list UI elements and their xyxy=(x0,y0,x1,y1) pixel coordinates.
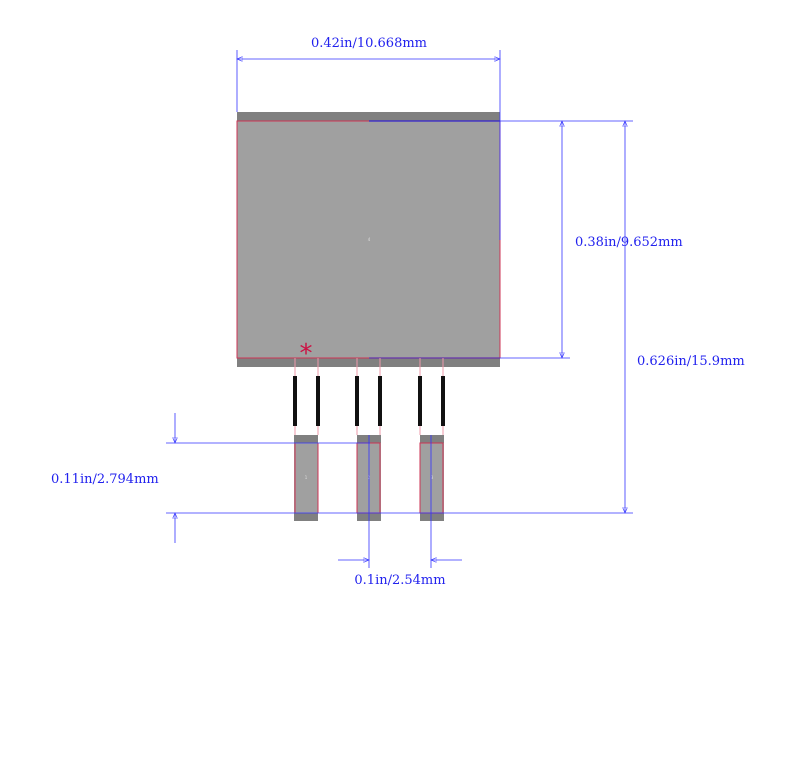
tab-pad: 4 xyxy=(236,112,501,367)
dimension-lines xyxy=(166,50,633,568)
pad-length-dimension-label: 0.11in/2.794mm xyxy=(51,472,159,487)
pad-label: 4 xyxy=(368,237,371,242)
pad-1: 1 xyxy=(294,435,319,521)
pad-label: 1 xyxy=(305,475,308,480)
total-height-dimension-label: 0.626in/15.9mm xyxy=(637,354,745,369)
leads xyxy=(293,358,445,435)
pin1-marker: * xyxy=(300,339,313,369)
pad-3: 3 xyxy=(419,435,444,521)
tab-height-dimension-label: 0.38in/9.652mm xyxy=(575,235,683,250)
width-dimension-label: 0.42in/10.668mm xyxy=(311,36,427,51)
pitch-dimension-label: 0.1in/2.54mm xyxy=(354,573,445,588)
pad-label: 3 xyxy=(431,475,434,480)
